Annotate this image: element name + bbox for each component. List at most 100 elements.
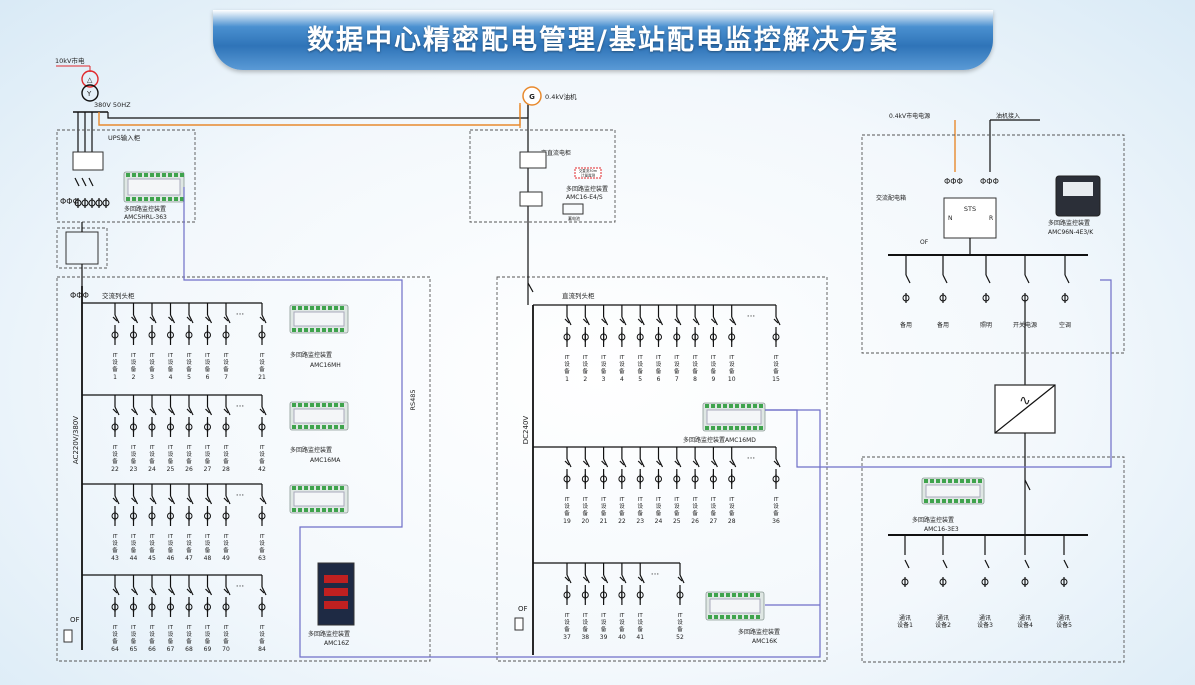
ac-row-3-device-bei: 备 (112, 546, 118, 554)
ac-row-3-breaker-x (259, 497, 265, 503)
ac-row-3-breaker-x (112, 497, 118, 503)
ac-row-3-breaker (206, 495, 213, 505)
amc16-module-terminal (328, 486, 332, 490)
dc-row-3-breaker-x (619, 576, 625, 582)
ac-row-4-device-it: IT (150, 625, 156, 631)
dc-row-1-device-it: IT (638, 355, 644, 361)
amc5hrl-module-terminal (174, 197, 178, 201)
amc5hrl-module-terminal (150, 197, 154, 201)
ups-block (56, 227, 108, 269)
ac-row-4-device-bei: 备 (259, 637, 265, 645)
dc-row-2-device-bei: 备 (773, 509, 779, 517)
amc16-3e3-module-terminal (936, 479, 940, 483)
ac-row-1-device-bei: 备 (259, 365, 265, 373)
dc-row-2-device-it: IT (729, 497, 735, 503)
amc16ma-module-terminal (292, 403, 296, 407)
ac-row-1-device-bei: 备 (131, 365, 137, 373)
ac-row-3-breaker (169, 495, 176, 505)
ac-row-1-device-it: IT (168, 353, 174, 359)
ac-row-3-device-she: 设 (259, 539, 265, 547)
dc-row-2-device-bei: 备 (637, 509, 643, 517)
dc-row-3-breaker-x (637, 576, 643, 582)
dc-cabinet-label: 交直流电柜 (541, 149, 571, 157)
amc16k-module-terminal (744, 615, 748, 619)
ac-row-2-device-number: 28 (222, 466, 230, 473)
amc5hrl-module-terminal (174, 173, 178, 177)
ac-row-3-device-it: IT (131, 534, 137, 540)
dc-row-1-device-it: IT (693, 355, 699, 361)
dc-row-2-device-it: IT (674, 497, 680, 503)
ac-box-breaker (1064, 274, 1070, 284)
ac-row-1-device-bei: 备 (223, 365, 229, 373)
dc-row-2-device-it: IT (619, 497, 625, 503)
dc-row-1-device-it: IT (774, 355, 780, 361)
dc-row-3-device-it: IT (583, 613, 589, 619)
ac-row-3-device-it: IT (260, 534, 266, 540)
amc5hrl-module-terminal (156, 197, 160, 201)
amc16ma-module-terminal (316, 425, 320, 429)
dc-row-2-device-it: IT (693, 497, 699, 503)
dc-row-2-device-she: 设 (711, 502, 717, 510)
dc-row-2-device-she: 设 (729, 502, 735, 510)
dc-row-3-device-it: IT (638, 613, 644, 619)
dc-row-2-device-she: 设 (773, 502, 779, 510)
dc-row-1-device-bei: 备 (637, 367, 643, 375)
dc-row-3-device-number: 37 (563, 634, 571, 641)
amc16-module-terminal (340, 508, 344, 512)
transformer-primary (81, 70, 99, 88)
ups-breaker (81, 177, 87, 187)
ac-row-2-breaker-x (131, 408, 136, 414)
amc16k-module-terminal (714, 615, 718, 619)
amc16-3e3-module-terminal (924, 479, 928, 483)
ac-row-1-device-number: 7 (224, 374, 228, 381)
dc-row-1-device-she: 设 (583, 360, 589, 368)
dc-row-1-breaker-x (601, 318, 607, 324)
amc16-3e3-module-terminal (960, 479, 964, 483)
dc-row-1-device-she: 设 (773, 360, 779, 368)
amc16k-name: 多回路监控装置 (738, 628, 780, 636)
dc-row-3-device-it: IT (565, 613, 571, 619)
comm-breaker (984, 559, 990, 569)
ac-row-3-breaker (188, 495, 194, 505)
ac-row-1-breaker-x (223, 316, 229, 322)
amc16md-module-terminal (723, 426, 727, 430)
amc16ma-module-terminal (310, 425, 314, 429)
dc-row-1-device-she: 设 (656, 360, 662, 368)
amc16k-module-terminal (750, 593, 754, 597)
dc-row-3-breaker (679, 574, 685, 584)
ac-row-1-breaker-x (112, 316, 118, 322)
ac-row-3-device-it: IT (150, 534, 156, 540)
ac-row-3-device-number: 45 (148, 555, 156, 562)
dc-row-1-device-bei: 备 (601, 367, 607, 375)
battery-symbol (562, 203, 584, 215)
ac-row-1-breaker (132, 314, 139, 324)
amc16mh-module-terminal (334, 306, 338, 310)
amc16-e4s-name: 多回路监控装置 (566, 185, 608, 193)
ac-row-1-device-she: 设 (223, 358, 229, 366)
dc-row-3-device-she: 设 (619, 618, 625, 626)
amc16md-module-terminal (711, 404, 715, 408)
amc16mh-model: AMC16MH (310, 362, 341, 369)
ac-row-1-breaker-x (149, 316, 155, 322)
amc16md-module-terminal (729, 404, 733, 408)
amc16mh-module-terminal (292, 328, 296, 332)
dc-row-2-breaker-x (674, 460, 680, 466)
dc-row-2-device-number: 28 (728, 518, 736, 525)
dc-row-3-device-it: IT (678, 613, 684, 619)
comm-device-label: 通讯设备3 (977, 614, 993, 629)
amc16ma-module-terminal (304, 425, 308, 429)
ac-row-2-device-bei: 备 (223, 457, 229, 465)
amc16mh-module-terminal (328, 328, 332, 332)
ac-row-2-breaker-x (149, 408, 155, 414)
ac-row-3-device-it: IT (187, 534, 193, 540)
dc-row-2-breaker (621, 458, 627, 468)
amc16-3e3-module-terminal (954, 479, 958, 483)
rs485-bus-left (183, 187, 821, 658)
comm-device-label: 通讯设备5 (1056, 614, 1072, 629)
dc-row-2-ellipsis: ··· (747, 454, 756, 464)
dc-row-1-device-number: 10 (728, 376, 736, 383)
dc-row-3-device-it: IT (601, 613, 607, 619)
amc16ma-module-terminal (292, 425, 296, 429)
amc16ma-module-terminal (340, 425, 344, 429)
